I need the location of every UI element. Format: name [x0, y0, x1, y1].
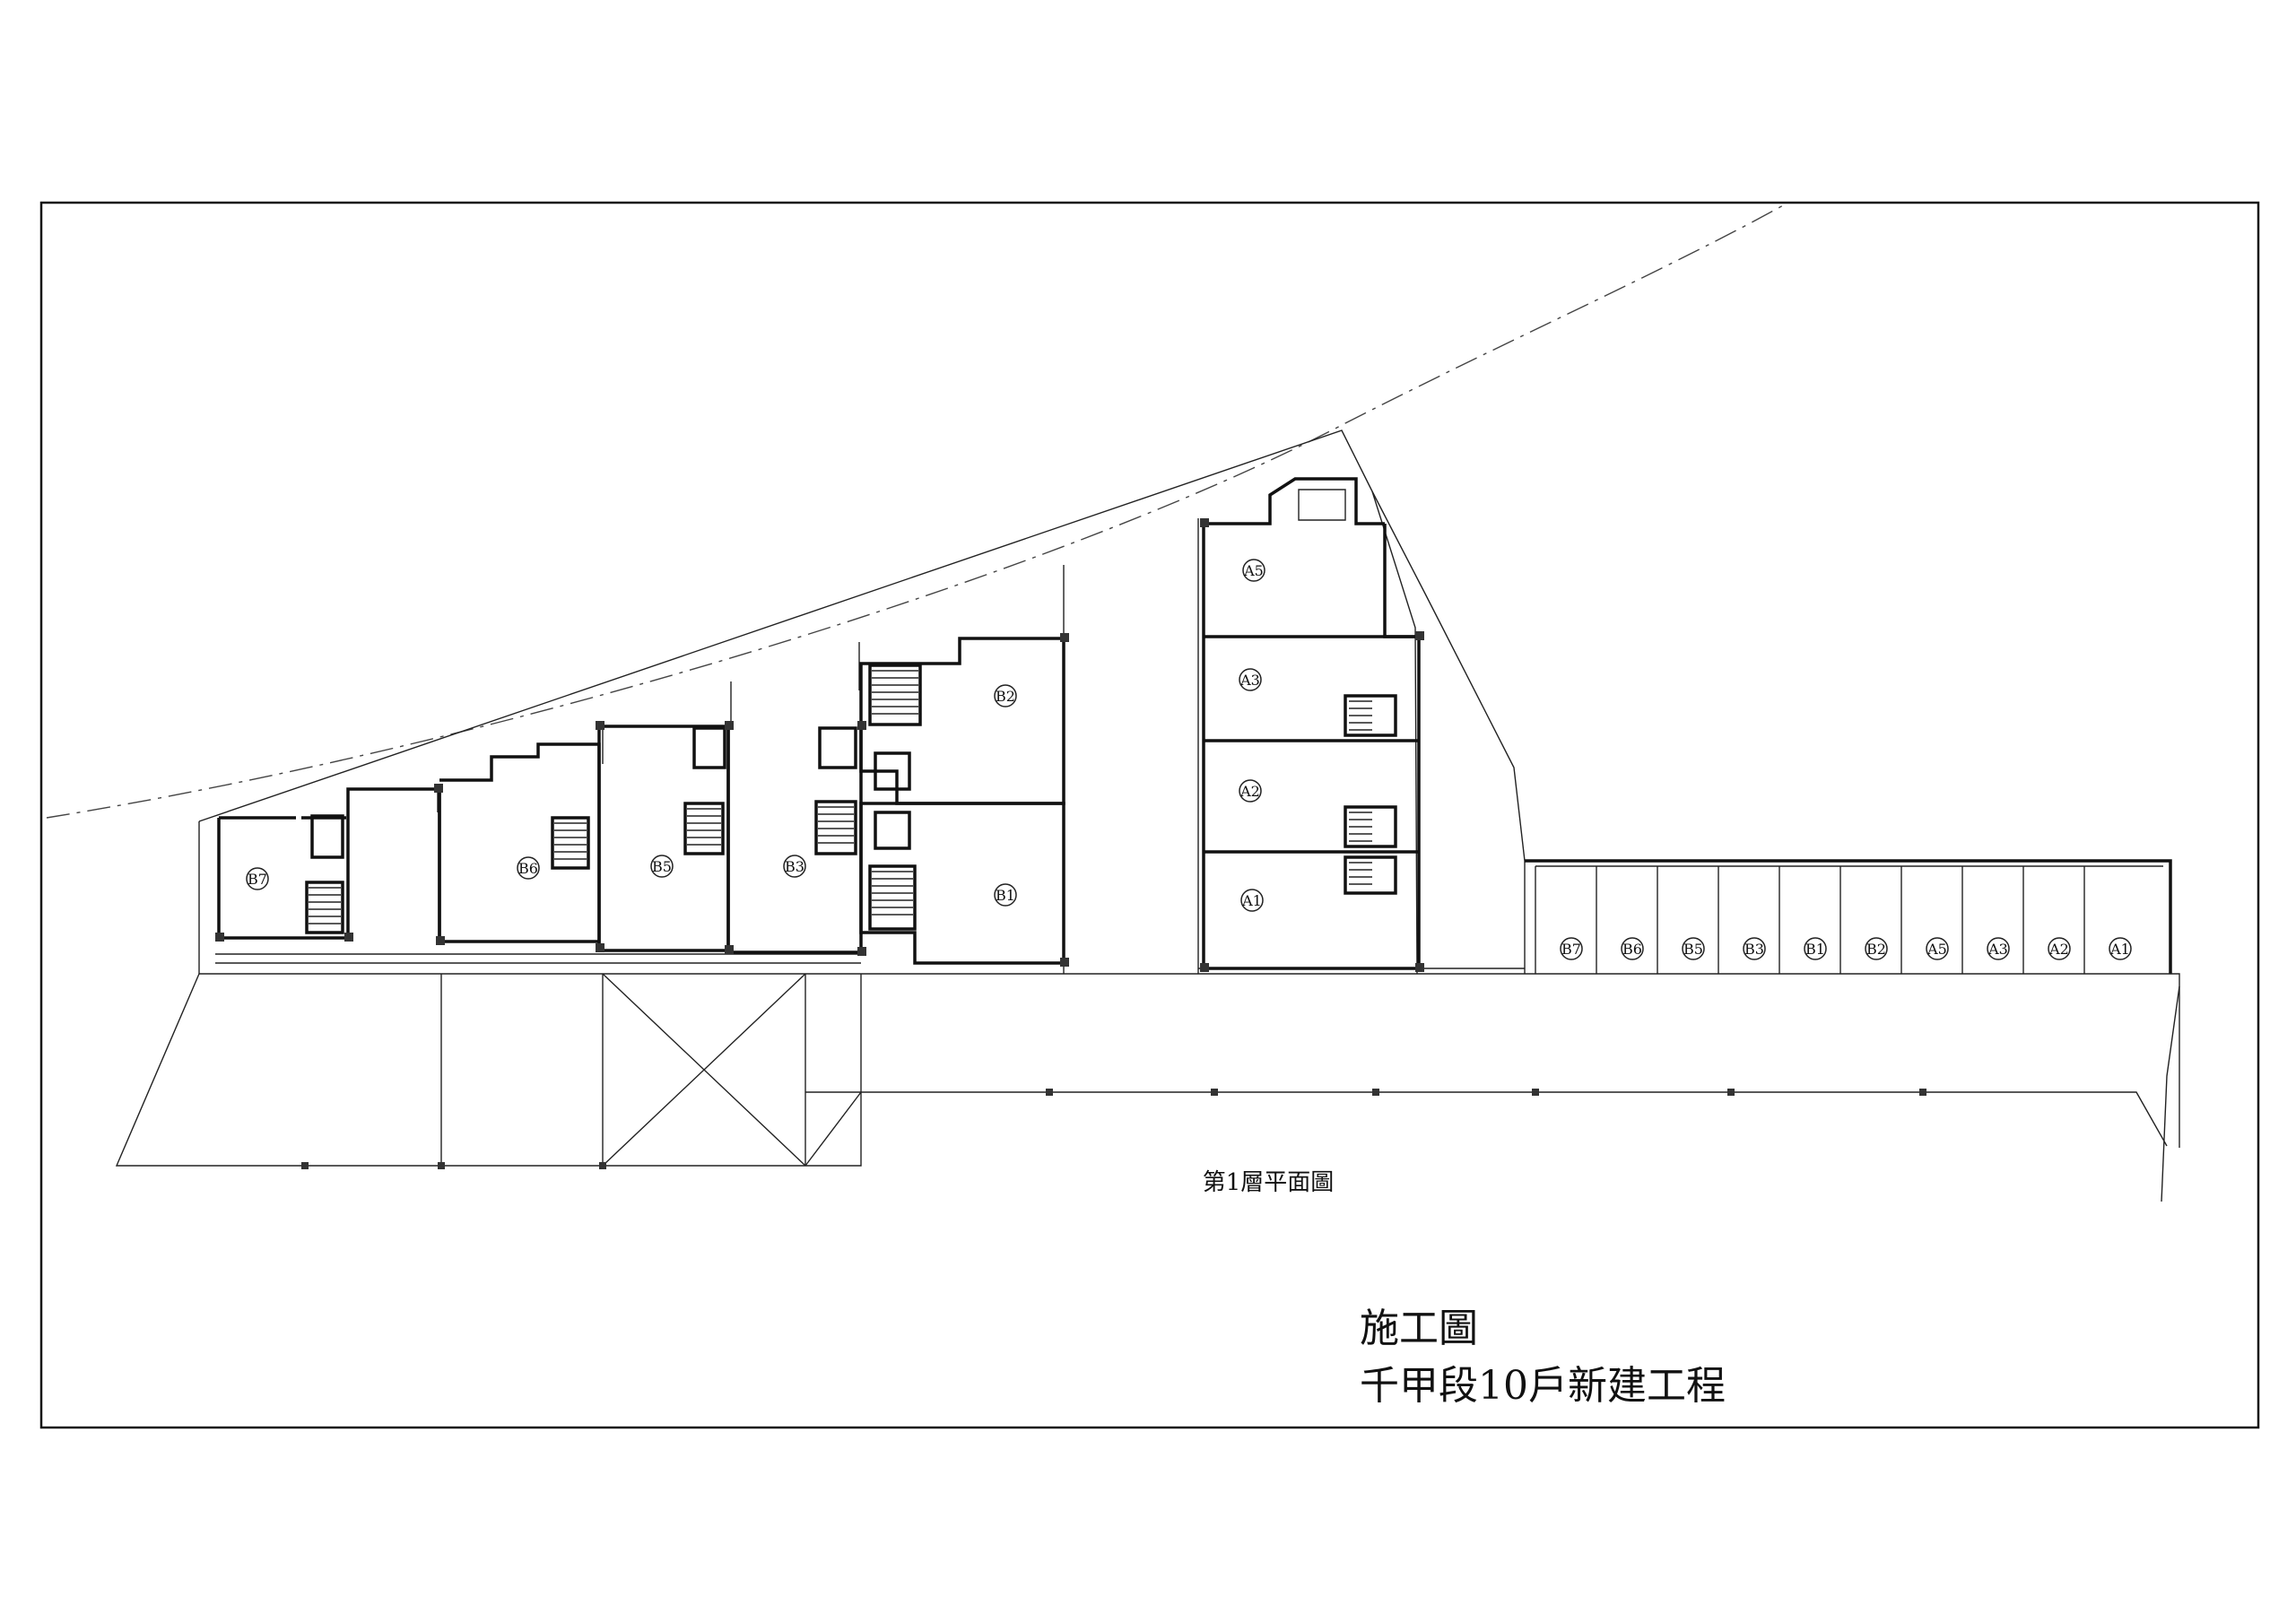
column-marks	[215, 518, 1424, 972]
row-a-walls	[1202, 477, 1421, 970]
arcade-line	[215, 953, 1525, 969]
property-boundary	[46, 204, 1786, 819]
row-b-walls	[217, 637, 1065, 965]
svg-text:A2: A2	[1239, 783, 1260, 800]
unit-label: B7	[246, 867, 269, 890]
unit-label: B2	[994, 684, 1017, 707]
svg-text:A3: A3	[1987, 941, 2008, 958]
svg-text:B3: B3	[785, 858, 804, 875]
parking-label: B5	[1682, 937, 1705, 960]
site-front	[115, 973, 2180, 1202]
svg-text:A1: A1	[2109, 941, 2130, 958]
svg-text:A5: A5	[1926, 941, 1947, 958]
parking-label: B6	[1621, 937, 1644, 960]
svg-text:B2: B2	[1866, 941, 1886, 958]
svg-text:A3: A3	[1239, 672, 1260, 689]
sheet-frame	[39, 201, 2260, 1429]
parking-label: B2	[1865, 937, 1888, 960]
unit-label: A1	[1240, 889, 1264, 912]
svg-text:B5: B5	[652, 858, 672, 875]
svg-text:A2: A2	[2048, 941, 2069, 958]
stair-symbols-row-b	[309, 670, 918, 924]
parking-label: A1	[2109, 937, 2132, 960]
unit-label: B1	[994, 883, 1017, 907]
site-divisions	[198, 490, 1418, 975]
unit-label: A2	[1239, 779, 1262, 803]
parking-strip	[1525, 859, 2172, 974]
parking-label: B1	[1804, 937, 1827, 960]
svg-text:B3: B3	[1744, 941, 1764, 958]
svg-text:B6: B6	[518, 860, 538, 877]
svg-text:B2: B2	[996, 688, 1015, 705]
svg-text:B1: B1	[996, 887, 1015, 904]
parking-label: A2	[2048, 937, 2071, 960]
title-line-1: 施工圖	[1360, 1306, 1478, 1351]
svg-text:A1: A1	[1241, 892, 1262, 909]
parking-label: A5	[1926, 937, 1949, 960]
svg-text:A5: A5	[1243, 562, 1264, 579]
svg-text:B1: B1	[1805, 941, 1825, 958]
unit-label: A5	[1242, 559, 1265, 582]
svg-text:B5: B5	[1683, 941, 1703, 958]
parking-label: B7	[1560, 937, 1583, 960]
unit-label: B6	[517, 856, 540, 880]
unit-label: A3	[1239, 668, 1262, 691]
parking-label: B3	[1743, 937, 1766, 960]
void-cross	[602, 973, 806, 1167]
unit-label: B5	[650, 855, 674, 878]
svg-text:B6: B6	[1622, 941, 1642, 958]
stair-symbols-row-a	[1349, 700, 1372, 885]
parking-labels: B7 B6 B5 B3 B1 B2 A5 A3 A2 A1	[1560, 937, 2132, 960]
svg-text:B7: B7	[248, 871, 267, 888]
title-line-2: 千甲段10戶新建工程	[1360, 1363, 1726, 1409]
floor-label: 第1層平面圖	[1203, 1169, 1335, 1196]
unit-labels: B7 B6 B5 B3 B2 B1 A5 A3 A2 A1	[246, 559, 1265, 912]
unit-label: B3	[783, 855, 806, 878]
svg-text:B7: B7	[1561, 941, 1581, 958]
parking-label: A3	[1987, 937, 2010, 960]
